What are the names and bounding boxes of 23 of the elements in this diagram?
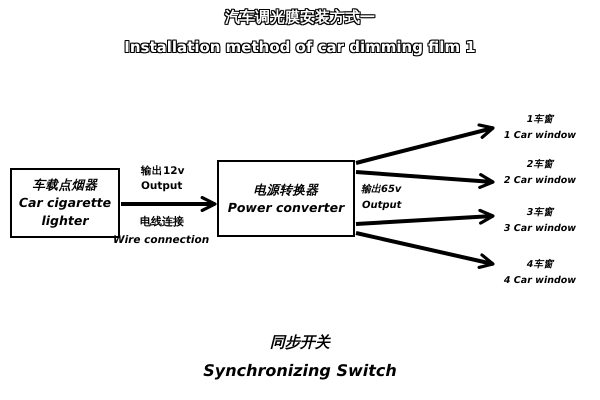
voltage-label: 输出65v (361, 182, 402, 196)
node-label: 3车窗 (526, 206, 554, 220)
title: 汽车调光膜安装方式一 (225, 8, 375, 27)
arrow (121, 196, 217, 212)
subtitle: Installation method of car dimming film 1 (124, 38, 476, 56)
node-label: 4车窗 (526, 258, 554, 272)
arrow (356, 231, 495, 270)
node-label: 4 Car window (504, 274, 576, 288)
caption: Synchronizing Switch (203, 361, 397, 380)
node-label: 2车窗 (526, 158, 554, 172)
arrow (356, 208, 495, 226)
process-box: 车载点烟器 Car cigarette lighter (10, 168, 120, 238)
process-box: 电源转换器 Power converter (217, 160, 355, 237)
connection-label: 电线连接 (140, 214, 184, 229)
voltage-label: 输出12v (141, 164, 184, 178)
node-label: 2 Car window (504, 174, 576, 188)
node-label: 1 Car window (504, 129, 576, 143)
voltage-label: Output (141, 180, 182, 192)
arrow (356, 170, 495, 190)
arrow (356, 123, 495, 165)
node-label: 1车窗 (526, 112, 554, 127)
caption: 同步开关 (270, 333, 330, 352)
node-label: 3 Car window (504, 222, 576, 236)
